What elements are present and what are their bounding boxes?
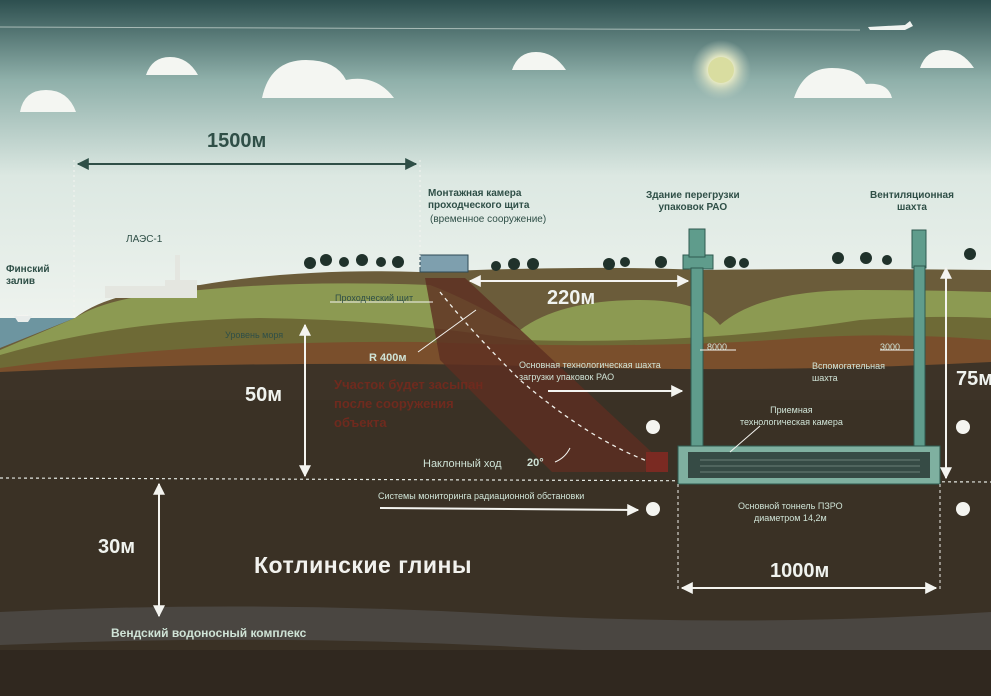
laes-label: ЛАЭС-1: [126, 234, 163, 245]
dist-220-label: 220м: [547, 287, 596, 309]
main-tunnel: [677, 445, 941, 485]
vendian-label: Вендский водоносный комплекс: [111, 626, 307, 640]
sea-level-label: Уровень моря: [225, 330, 284, 340]
aquifer-band: [0, 606, 991, 655]
pointer-radius: [417, 309, 477, 353]
incline-angle-label: 20°: [527, 457, 544, 469]
reload-building-label: Здание перегрузки упаковок РАО: [646, 190, 740, 213]
gulf-label: Финский залив: [6, 264, 50, 287]
pointer-angle: [554, 447, 571, 463]
shield-label: Проходческий щит: [335, 293, 414, 303]
dim-3000-label: 3000: [880, 342, 901, 352]
monitoring-marker: [646, 502, 660, 516]
clouds: [20, 50, 974, 112]
radius-label: R 400м: [369, 352, 407, 364]
dim-8000-label: 8000: [707, 342, 728, 352]
laes-plant: [105, 255, 197, 298]
arrow-monitoring: [379, 503, 640, 516]
incline-tunnel: [439, 291, 651, 463]
depth-75-label: 75м: [956, 368, 991, 390]
shield-block: [646, 452, 668, 472]
depth-30-label: 30м: [98, 536, 136, 558]
vent-shaft: [911, 229, 927, 454]
incline-label: Наклонный ход: [423, 458, 502, 470]
airplane-icon: [868, 21, 913, 30]
monitoring-label: Системы мониторинга радиационной обстано…: [378, 491, 585, 501]
monitoring-marker: [646, 420, 660, 434]
mount-chamber-note: (временное сооружение): [430, 214, 547, 225]
aux-shaft-label: Вспомогательная шахта: [812, 361, 885, 383]
fill-zone: [425, 278, 660, 472]
main-shaft-label: Основная технологическая шахта загрузки …: [519, 360, 661, 382]
mount-chamber-label: Монтажная камера проходческого щита: [428, 188, 530, 211]
dist-1000-label: 1000м: [770, 560, 830, 582]
monitoring-marker: [956, 420, 970, 434]
boat-icon: [14, 316, 32, 322]
kotlin-clays-label: Котлинские глины: [254, 552, 473, 578]
receiving-chamber-label: Приемная технологическая камера: [740, 405, 843, 427]
vent-shaft-label: Вентиляционная шахта: [870, 190, 954, 213]
trees: [304, 248, 976, 271]
monitoring-marker: [956, 502, 970, 516]
depth-50-label: 50м: [245, 384, 283, 406]
dist-1500-label: 1500м: [207, 130, 267, 152]
fill-note-label: Участок будет засыпан после сооружения о…: [334, 377, 484, 430]
main-shaft: [682, 228, 714, 454]
main-tunnel-label: Основной тоннель ПЗРО диаметром 14,2м: [738, 501, 843, 523]
mount-chamber-building: [419, 254, 469, 273]
